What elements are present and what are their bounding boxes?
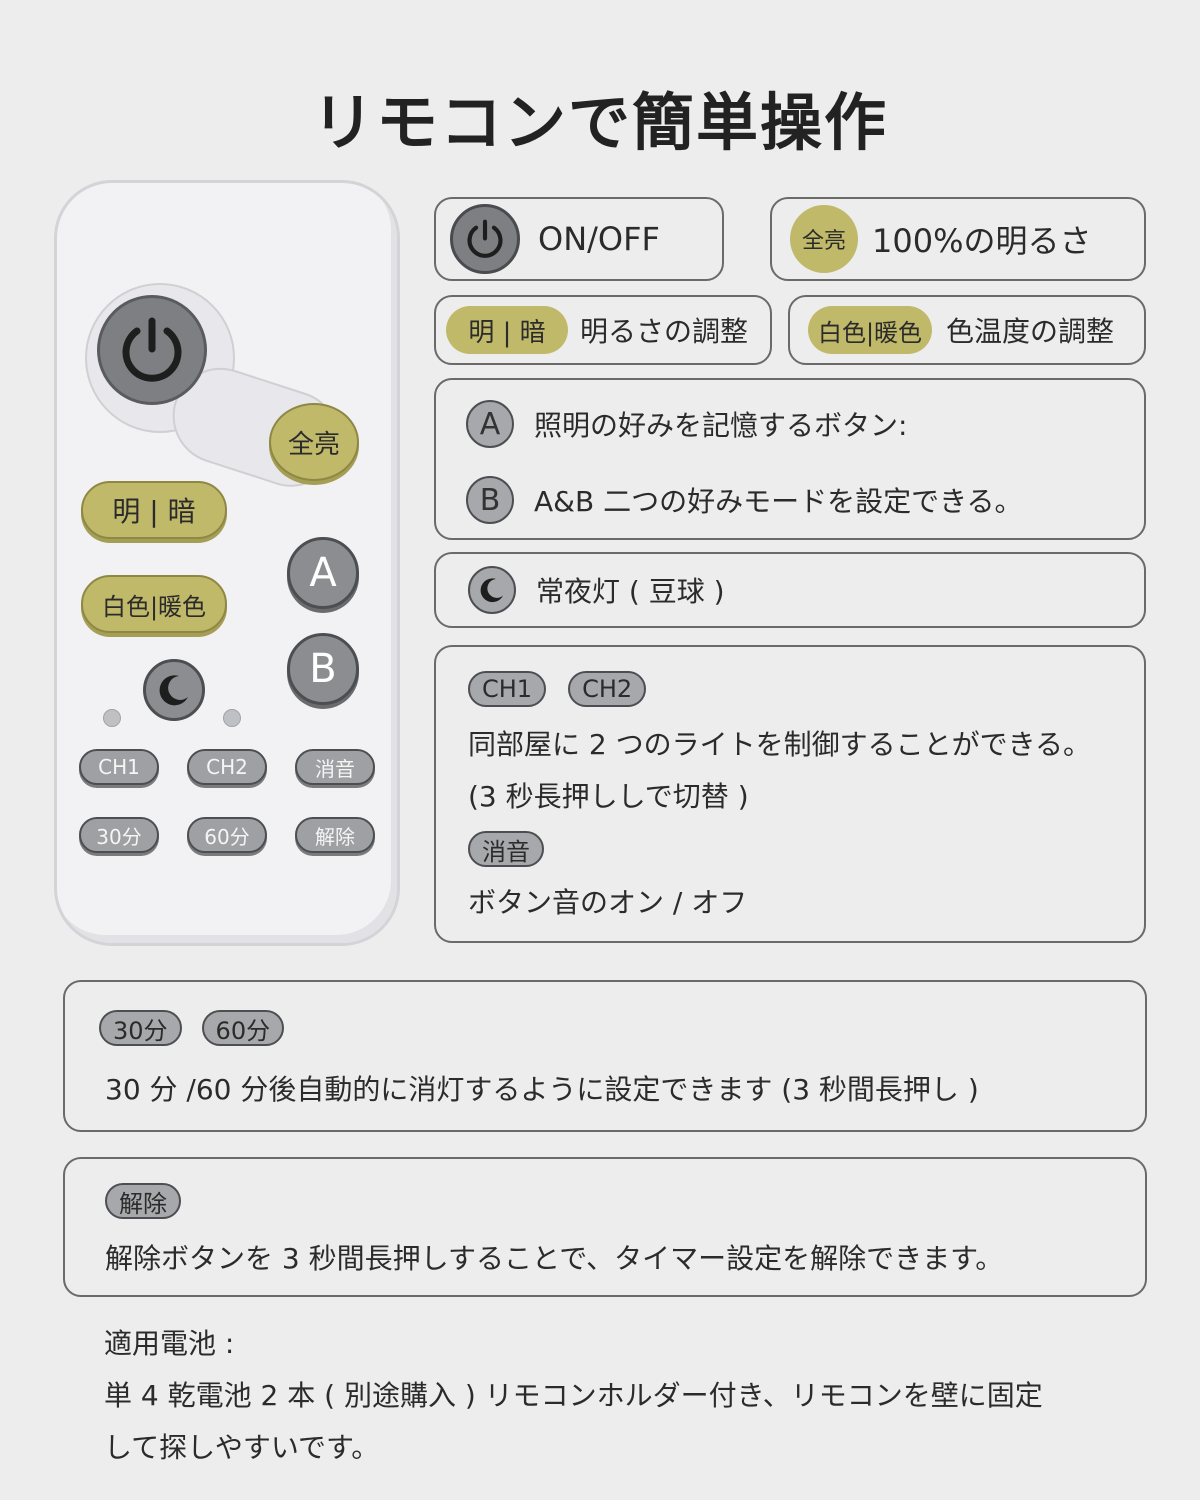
moon-icon	[480, 578, 504, 603]
callout-timer: 30分 60分 30 分 /60 分後自動的に消灯するように設定できます (3 …	[63, 980, 1147, 1132]
indicator-led-ch2	[223, 709, 241, 727]
callout-night-light: 常夜灯 ( 豆球 )	[434, 552, 1146, 628]
battery-text-1: 単 4 乾電池 2 本 ( 別途購入 ) リモコンホルダー付き、リモコンを壁に固…	[104, 1379, 1043, 1412]
color-temp-badge: 白色|暖色	[808, 306, 932, 354]
channel-text-2: (3 秒長押ししで切替 )	[468, 780, 749, 813]
remote-color-temp-button[interactable]: 白色|暖色	[81, 575, 227, 633]
onoff-label: ON/OFF	[538, 220, 660, 258]
ch1-badge: CH1	[468, 671, 547, 707]
full-brightness-text: 100%の明るさ	[872, 222, 1092, 260]
callout-onoff: ON/OFF	[434, 197, 724, 281]
cancel-text: 解除ボタンを 3 秒間長押しすることで、タイマー設定を解除できます。	[105, 1242, 1004, 1275]
cancel-badge: 解除	[105, 1183, 181, 1219]
battery-label: 適用電池 :	[104, 1327, 235, 1360]
mute-badge: 消音	[468, 831, 544, 867]
power-icon	[467, 219, 503, 258]
moon-icon-badge	[468, 566, 516, 614]
remote-a-button[interactable]: A	[287, 537, 359, 609]
remote-full-brightness-button[interactable]: 全亮	[269, 403, 359, 481]
moon-icon	[159, 675, 188, 706]
60min-badge: 60分	[201, 1010, 285, 1046]
callout-brightness: 明 | 暗 明るさの調整	[434, 295, 772, 365]
30min-badge: 30分	[99, 1010, 182, 1046]
remote-ch2-button[interactable]: CH2	[187, 749, 267, 785]
mute-text: ボタン音のオン / オフ	[468, 886, 748, 919]
callout-memory: A 照明の好みを記憶するボタン: B A&B 二つの好みモードを設定できる。	[434, 378, 1146, 540]
power-icon-badge	[450, 204, 520, 274]
remote-30min-button[interactable]: 30分	[79, 817, 159, 853]
remote-cancel-button[interactable]: 解除	[295, 817, 375, 853]
remote-night-light-button[interactable]	[143, 659, 205, 721]
callout-full-brightness: 全亮 100%の明るさ	[770, 197, 1146, 281]
remote-brightness-button[interactable]: 明 | 暗	[81, 481, 227, 539]
battery-text-2: して探しやすいです。	[104, 1431, 380, 1464]
remote-ch1-button[interactable]: CH1	[79, 749, 159, 785]
callout-color-temp: 白色|暖色 色温度の調整	[788, 295, 1146, 365]
callout-cancel: 解除 解除ボタンを 3 秒間長押しすることで、タイマー設定を解除できます。	[63, 1157, 1147, 1297]
channel-text-1: 同部屋に 2 つのライトを制御することができる。	[468, 728, 1092, 761]
a-letter-icon: A	[466, 400, 514, 448]
remote-control: 全亮 明 | 暗 白色|暖色 A B CH1 CH2 消音 30分 60分 解除	[54, 180, 400, 946]
memory-text-b: A&B 二つの好みモードを設定できる。	[534, 485, 1023, 518]
page-title: リモコンで簡単操作	[311, 86, 888, 159]
power-icon	[122, 317, 182, 382]
b-letter-icon: B	[466, 476, 514, 524]
color-temp-text: 色温度の調整	[946, 315, 1115, 348]
callout-channel-mute: CH1 CH2 同部屋に 2 つのライトを制御することができる。 (3 秒長押し…	[434, 645, 1146, 943]
remote-power-button[interactable]	[97, 295, 207, 405]
remote-60min-button[interactable]: 60分	[187, 817, 267, 853]
ch2-badge: CH2	[568, 671, 647, 707]
brightness-badge: 明 | 暗	[446, 306, 568, 354]
memory-text-a: 照明の好みを記憶するボタン:	[534, 409, 908, 442]
timer-text: 30 分 /60 分後自動的に消灯するように設定できます (3 秒間長押し )	[105, 1073, 979, 1106]
indicator-led-ch1	[103, 709, 121, 727]
remote-mute-button[interactable]: 消音	[295, 749, 375, 785]
night-light-text: 常夜灯 ( 豆球 )	[536, 575, 725, 608]
remote-b-button[interactable]: B	[287, 633, 359, 705]
full-brightness-badge: 全亮	[790, 205, 858, 273]
brightness-text: 明るさの調整	[580, 315, 749, 348]
